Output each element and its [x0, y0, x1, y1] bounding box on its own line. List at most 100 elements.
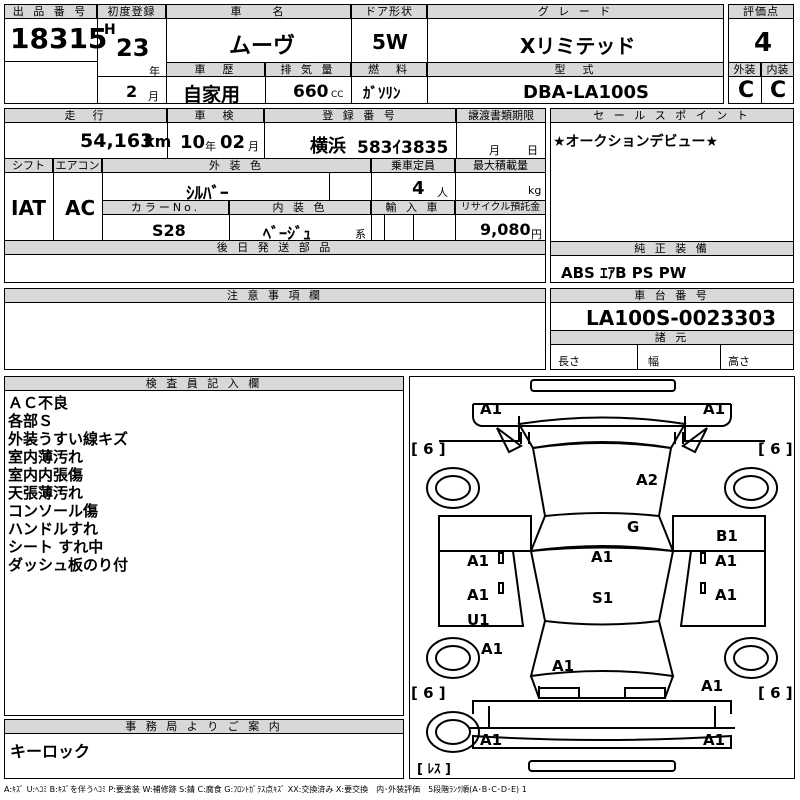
chassis-number: LA100S-0023303 — [586, 306, 777, 330]
transfer-label: 譲渡書類期限 — [456, 108, 546, 123]
model: DBA-LA100S — [523, 82, 649, 103]
recycle-label: リサイクル預託金 — [455, 200, 546, 215]
insp-year: 10 — [180, 132, 206, 153]
ext-label: 外装 — [728, 62, 761, 77]
car-diagram — [426, 379, 778, 772]
score: 4 — [754, 28, 773, 58]
tire-depth-front-right: [ 6 ] — [758, 440, 793, 458]
damage-mark: U1 — [467, 611, 490, 629]
door-type: 5W — [372, 30, 408, 54]
damage-mark: A1 — [715, 586, 738, 604]
lot-label: 出 品 番 号 — [4, 4, 97, 19]
later-parts-label: 後 日 発 送 部 品 — [4, 240, 546, 255]
grade-label: グ レ ー ド — [427, 4, 724, 19]
reg-month-unit: 月 — [148, 90, 159, 103]
reg-year-unit: 年 — [149, 65, 160, 78]
ac-label: エアコン — [53, 158, 102, 173]
car-name-label: 車 名 — [166, 4, 351, 19]
damage-mark: G — [627, 518, 640, 536]
width-label: 幅 — [648, 355, 659, 368]
damage-mark: A1 — [552, 657, 575, 675]
diagram-frame — [409, 376, 795, 779]
damage-mark: A1 — [591, 548, 614, 566]
displacement-label: 排 気 量 — [265, 62, 351, 77]
fuel-label: 燃 料 — [351, 62, 427, 77]
dims-label: 諸 元 — [550, 330, 794, 345]
insp-month: 02 — [220, 132, 246, 153]
color-no-label: カラーNo. — [102, 200, 229, 215]
inspector-line: ハンドルすれ — [8, 520, 99, 538]
reg-month: 2 — [126, 82, 138, 101]
int-grade: C — [770, 78, 787, 103]
import-label: 輸 入 車 — [371, 200, 455, 215]
damage-mark: A1 — [715, 552, 738, 570]
mileage-label: 走 行 — [4, 108, 167, 123]
interior-color-label: 内 装 色 — [229, 200, 371, 215]
model-label: 型 式 — [427, 62, 724, 77]
recycle: 9,080 — [480, 220, 531, 239]
office-label: 事 務 局 よ り ご 案 内 — [4, 719, 404, 734]
height-label: 高さ — [728, 355, 750, 368]
ext-grade: C — [738, 78, 755, 103]
first-reg-label: 初度登録 — [97, 4, 166, 19]
mileage-unit: km — [144, 132, 172, 151]
load-label: 最大積載量 — [455, 158, 546, 173]
insp-year-unit: 年 — [205, 140, 216, 153]
length-label: 長さ — [558, 355, 580, 368]
damage-mark: A1 — [481, 640, 504, 658]
damage-mark: S1 — [592, 589, 614, 607]
inspector-label: 検 査 員 記 入 欄 — [4, 376, 404, 391]
inspector-line: 室内薄汚れ — [8, 448, 84, 466]
plate-number: 583ｲ3835 — [357, 138, 449, 158]
transfer-day: 日 — [527, 144, 538, 157]
interior-suffix: 系 — [355, 228, 366, 241]
grade: Xリミテッド — [520, 34, 636, 58]
capacity-label: 乗車定員 — [371, 158, 455, 173]
sales-text: ★オークションデビュー★ — [553, 134, 719, 150]
damage-mark: B1 — [716, 527, 738, 545]
color: ｼﾙﾊﾞｰ — [186, 184, 229, 204]
equipment: ABS ｴｱB PS PW — [561, 264, 687, 282]
damage-mark: A1 — [467, 552, 490, 570]
tire-depth-rear-right: [ 6 ] — [758, 684, 793, 702]
ac: AC — [65, 196, 96, 220]
fuel: ｶﾞｿﾘﾝ — [363, 84, 401, 102]
transfer-month: 月 — [489, 144, 500, 157]
inspector-line: シート すれ中 — [8, 538, 104, 556]
load-unit: kg — [528, 184, 542, 197]
shift-label: シフト — [4, 158, 53, 173]
displacement: 660 — [293, 82, 329, 102]
color-no: S28 — [152, 221, 186, 240]
int-label: 内装 — [761, 62, 794, 77]
damage-mark: A1 — [701, 677, 724, 695]
door-label: ドア形状 — [351, 4, 427, 19]
notes-label: 注 意 事 項 欄 — [4, 288, 546, 303]
inspector-line: ダッシュ板のり付 — [8, 556, 129, 574]
damage-mark: A1 — [480, 731, 503, 749]
history-label: 車 歴 — [166, 62, 265, 77]
chassis-label: 車 台 番 号 — [550, 288, 794, 303]
cc-unit: CC — [331, 90, 344, 100]
legend: A:ｷｽﾞ U:ﾍｺﾐ B:ｷｽﾞを伴うﾍｺﾐ P:要塗装 W:補修跡 S:錆 … — [4, 785, 527, 794]
era: H — [104, 22, 116, 38]
office-text: キーロック — [10, 742, 91, 761]
inspection-label: 車 検 — [167, 108, 264, 123]
car-name: ムーヴ — [229, 34, 296, 59]
color-label: 外 装 色 — [102, 158, 371, 173]
capacity: 4 — [412, 178, 425, 199]
interior-color: ﾍﾞｰｼﾞｭ — [263, 224, 312, 243]
capacity-unit: 人 — [437, 186, 448, 199]
plate-label: 登 録 番 号 — [264, 108, 456, 123]
tire-depth-rear-left: [ 6 ] — [411, 684, 446, 702]
plate-area: 横浜 — [310, 136, 346, 157]
damage-mark: A2 — [636, 471, 659, 489]
history: 自家用 — [183, 84, 241, 106]
inspector-line: コンソール傷 — [8, 502, 99, 520]
damage-mark: A1 — [467, 586, 490, 604]
recycle-unit: 円 — [531, 228, 542, 241]
score-label: 評価点 — [728, 4, 794, 19]
inspector-line: ＡＣ不良 — [8, 394, 69, 412]
mileage: 54,163 — [80, 130, 154, 152]
insp-month-unit: 月 — [248, 140, 259, 153]
inspector-line: 室内内張傷 — [8, 466, 84, 484]
